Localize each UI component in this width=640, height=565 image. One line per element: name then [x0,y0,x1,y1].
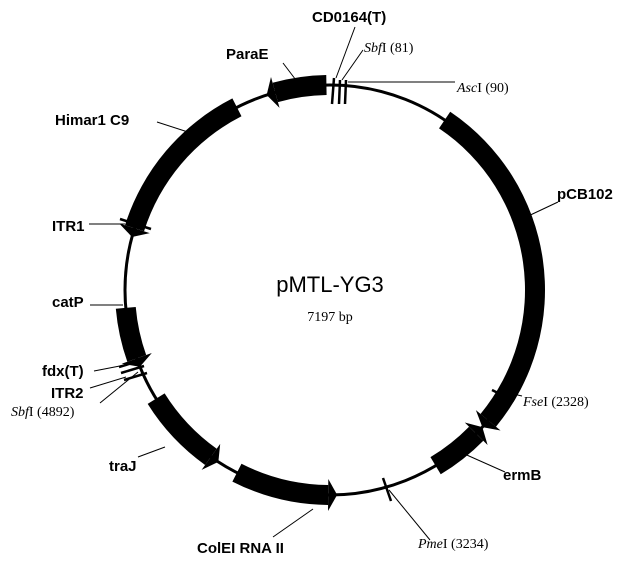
leader-itr2 [89,376,127,389]
arc-pcb102 [439,111,545,427]
label-parae: ParaE [226,46,269,63]
label-traj: traJ [109,458,137,475]
label-cd0164: CD0164(T) [312,9,386,26]
arc-pcb102-arrowhead [475,410,501,431]
arc-colei-arrowhead [328,478,338,511]
label-ermb: ermB [503,467,542,484]
tick-sbf1 [337,79,342,105]
arc-ermb [430,426,484,475]
leader-himar [156,121,192,134]
tick-cd0164 [330,77,336,105]
leader-sbf1 [341,49,364,81]
label-himar: Himar1 C9 [55,112,129,129]
label-catp: catP [52,294,84,311]
tick-itr1 [119,217,152,231]
arc-parae [272,75,327,103]
arc-himar-arrowhead [119,223,150,237]
leader-fdx [93,364,126,372]
tick-pme [381,477,393,502]
label-site-fse: FseI (2328) [522,395,589,410]
arc-catp [115,306,147,362]
leader-pme [388,489,431,541]
label-itr1: ITR1 [52,218,85,235]
arc-traj [147,393,217,466]
tick-itr2 [123,371,148,382]
leader-parae [282,62,303,89]
leader-sbf2 [99,371,139,404]
leader-fse [504,391,523,397]
arc-ermb-arrowhead [464,422,488,445]
leader-ermb [459,451,506,473]
plasmid-name: pMTL-YG3 [276,272,384,297]
label-fdx: fdx(T) [42,363,84,380]
label-itr2: ITR2 [51,385,84,402]
label-site-sbf2: SbfI (4892) [11,405,75,420]
leader-cd0164 [335,26,356,79]
arc-parae-arrowhead [266,77,280,108]
leader-pcb102 [523,201,559,219]
label-site-sbf1: SbfI (81) [364,41,414,56]
label-site-asc: AscI (90) [456,81,509,96]
arc-traj-arrowhead [201,443,221,470]
leader-traj [137,446,166,458]
tick-asc [343,79,348,105]
plasmid-size: 7197 bp [307,310,353,325]
tick-fse [491,388,515,403]
arc-himar [124,98,242,232]
label-pcb102: pCB102 [557,186,613,203]
label-site-pme: PmeI (3234) [417,537,489,552]
arc-colei [232,463,329,505]
label-colei: ColEI RNA II [197,540,284,557]
leader-lines [89,26,559,541]
leader-colei [272,508,314,538]
tick-fdx-2 [120,364,145,375]
